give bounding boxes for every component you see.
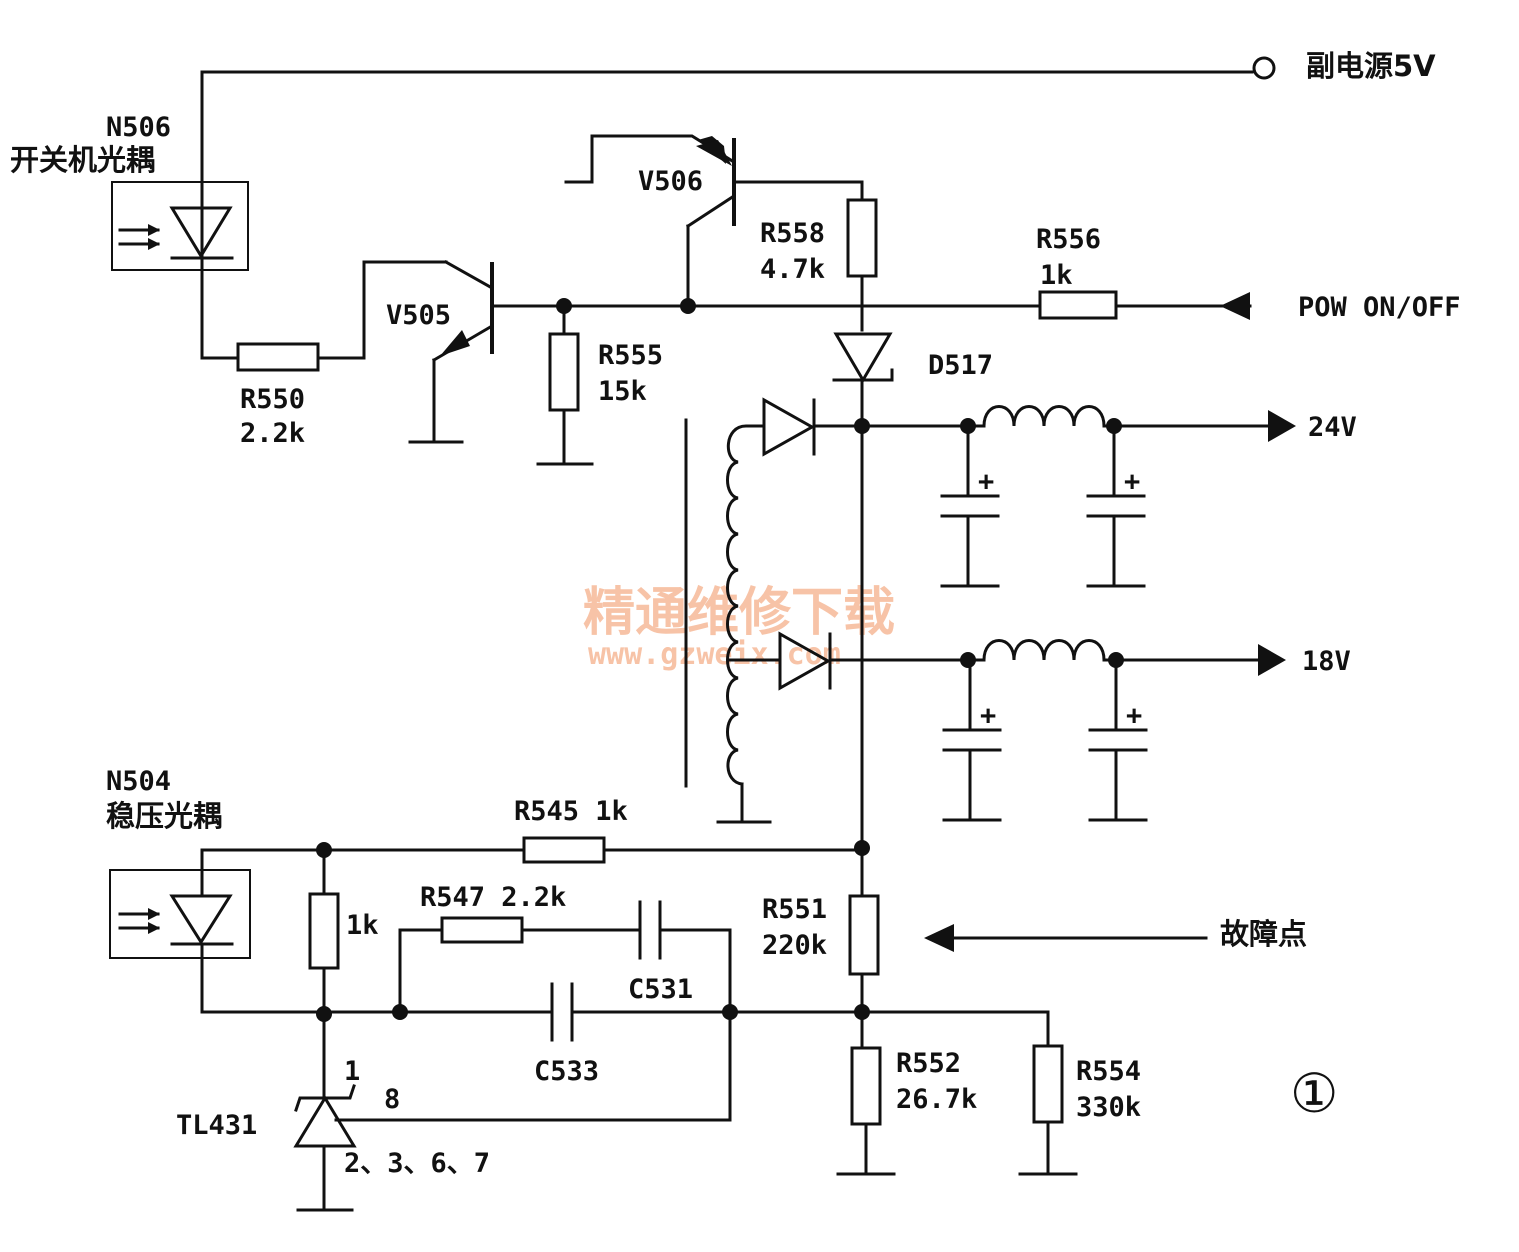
resistor-r554: [1032, 1044, 1064, 1124]
aux-5v-rail: 副电源5V: [200, 49, 1436, 282]
tl431-pin-1: 1: [344, 1056, 360, 1087]
out-24v-arrow: [1268, 410, 1296, 442]
n504-desc: 稳压光耦: [106, 799, 222, 833]
n506-desc: 开关机光耦: [10, 143, 155, 177]
out-18v-label: 18V: [1302, 646, 1351, 677]
transistor-v505: V505: [386, 259, 495, 444]
resistor-r550: [236, 342, 320, 372]
ic-tl431: TL431 1 8 2、3、6、7: [176, 1012, 490, 1212]
resistor-r558: [846, 198, 878, 278]
r556-ref: R556: [1036, 224, 1101, 255]
n506-ref: N506: [106, 112, 171, 143]
r555-val: 15k: [598, 376, 647, 407]
fault-point-label: 故障点: [1220, 917, 1307, 951]
r552-val: 26.7k: [896, 1084, 977, 1115]
cap-24v-2-polarity: +: [1124, 466, 1140, 497]
rectifier-diode-24v: [762, 397, 816, 457]
c531-label: C531: [628, 974, 693, 1005]
pow-on-off-label: POW ON/OFF: [1298, 292, 1461, 323]
c533-label: C533: [534, 1056, 599, 1087]
tl431-pin-8: 8: [384, 1084, 400, 1115]
r558-val: 4.7k: [760, 254, 825, 285]
resistor-r556: [1038, 290, 1118, 320]
n504-ref: N504: [106, 766, 171, 797]
transistor-v506: V506: [564, 134, 864, 308]
r-1k-label: 1k: [346, 910, 379, 941]
r550-val: 2.2k: [240, 418, 305, 449]
resistor-1k: [308, 892, 340, 970]
out-18v-arrow: [1258, 644, 1286, 676]
resistor-r551: [848, 894, 880, 976]
r547-label: R547 2.2k: [420, 882, 566, 913]
optocoupler-n506: N506 开关机光耦: [10, 112, 249, 271]
r545-label: R545 1k: [514, 796, 628, 827]
resistor-r555: [548, 332, 580, 412]
watermark-name: 精通维修下载: [583, 583, 895, 643]
figure-number: ①: [1290, 1062, 1338, 1125]
out-24v-label: 24V: [1308, 412, 1357, 443]
transformer-secondary: [684, 418, 782, 824]
resistor-r552: [850, 1046, 882, 1126]
r555-ref: R555: [598, 340, 663, 371]
r558-ref: R558: [760, 218, 825, 249]
d517-label: D517: [928, 350, 993, 381]
tl431-label: TL431: [176, 1110, 257, 1141]
cap-24v-1-polarity: +: [978, 466, 994, 497]
r554-val: 330k: [1076, 1092, 1141, 1123]
r550-ref: R550: [240, 384, 305, 415]
resistor-r547: [440, 916, 524, 944]
watermark-url: www.gzweix.com: [588, 637, 841, 672]
cap-18v-2-polarity: +: [1126, 700, 1142, 731]
r554-ref: R554: [1076, 1056, 1141, 1087]
resistor-r545: [522, 836, 606, 864]
v505-label: V505: [386, 300, 451, 331]
r552-ref: R552: [896, 1048, 961, 1079]
diode-d517: D517: [832, 332, 993, 383]
aux-5v-terminal: [1252, 56, 1276, 80]
cap-18v-1-polarity: +: [980, 700, 996, 731]
tl431-pin-gnd: 2、3、6、7: [344, 1148, 490, 1179]
r551-ref: R551: [762, 894, 827, 925]
rectifier-diode-18v: [778, 631, 832, 691]
v506-label: V506: [638, 166, 703, 197]
filter-24v: 24V + +: [940, 405, 1357, 588]
r551-val: 220k: [762, 930, 827, 961]
optocoupler-n504: N504 稳压光耦: [106, 766, 251, 959]
pow-on-off-arrow: [1220, 292, 1250, 320]
aux-5v-label: 副电源5V: [1306, 49, 1436, 83]
fault-point-arrow-head: [924, 924, 954, 952]
r556-val: 1k: [1040, 260, 1073, 291]
filter-18v: 18V + +: [942, 639, 1351, 822]
